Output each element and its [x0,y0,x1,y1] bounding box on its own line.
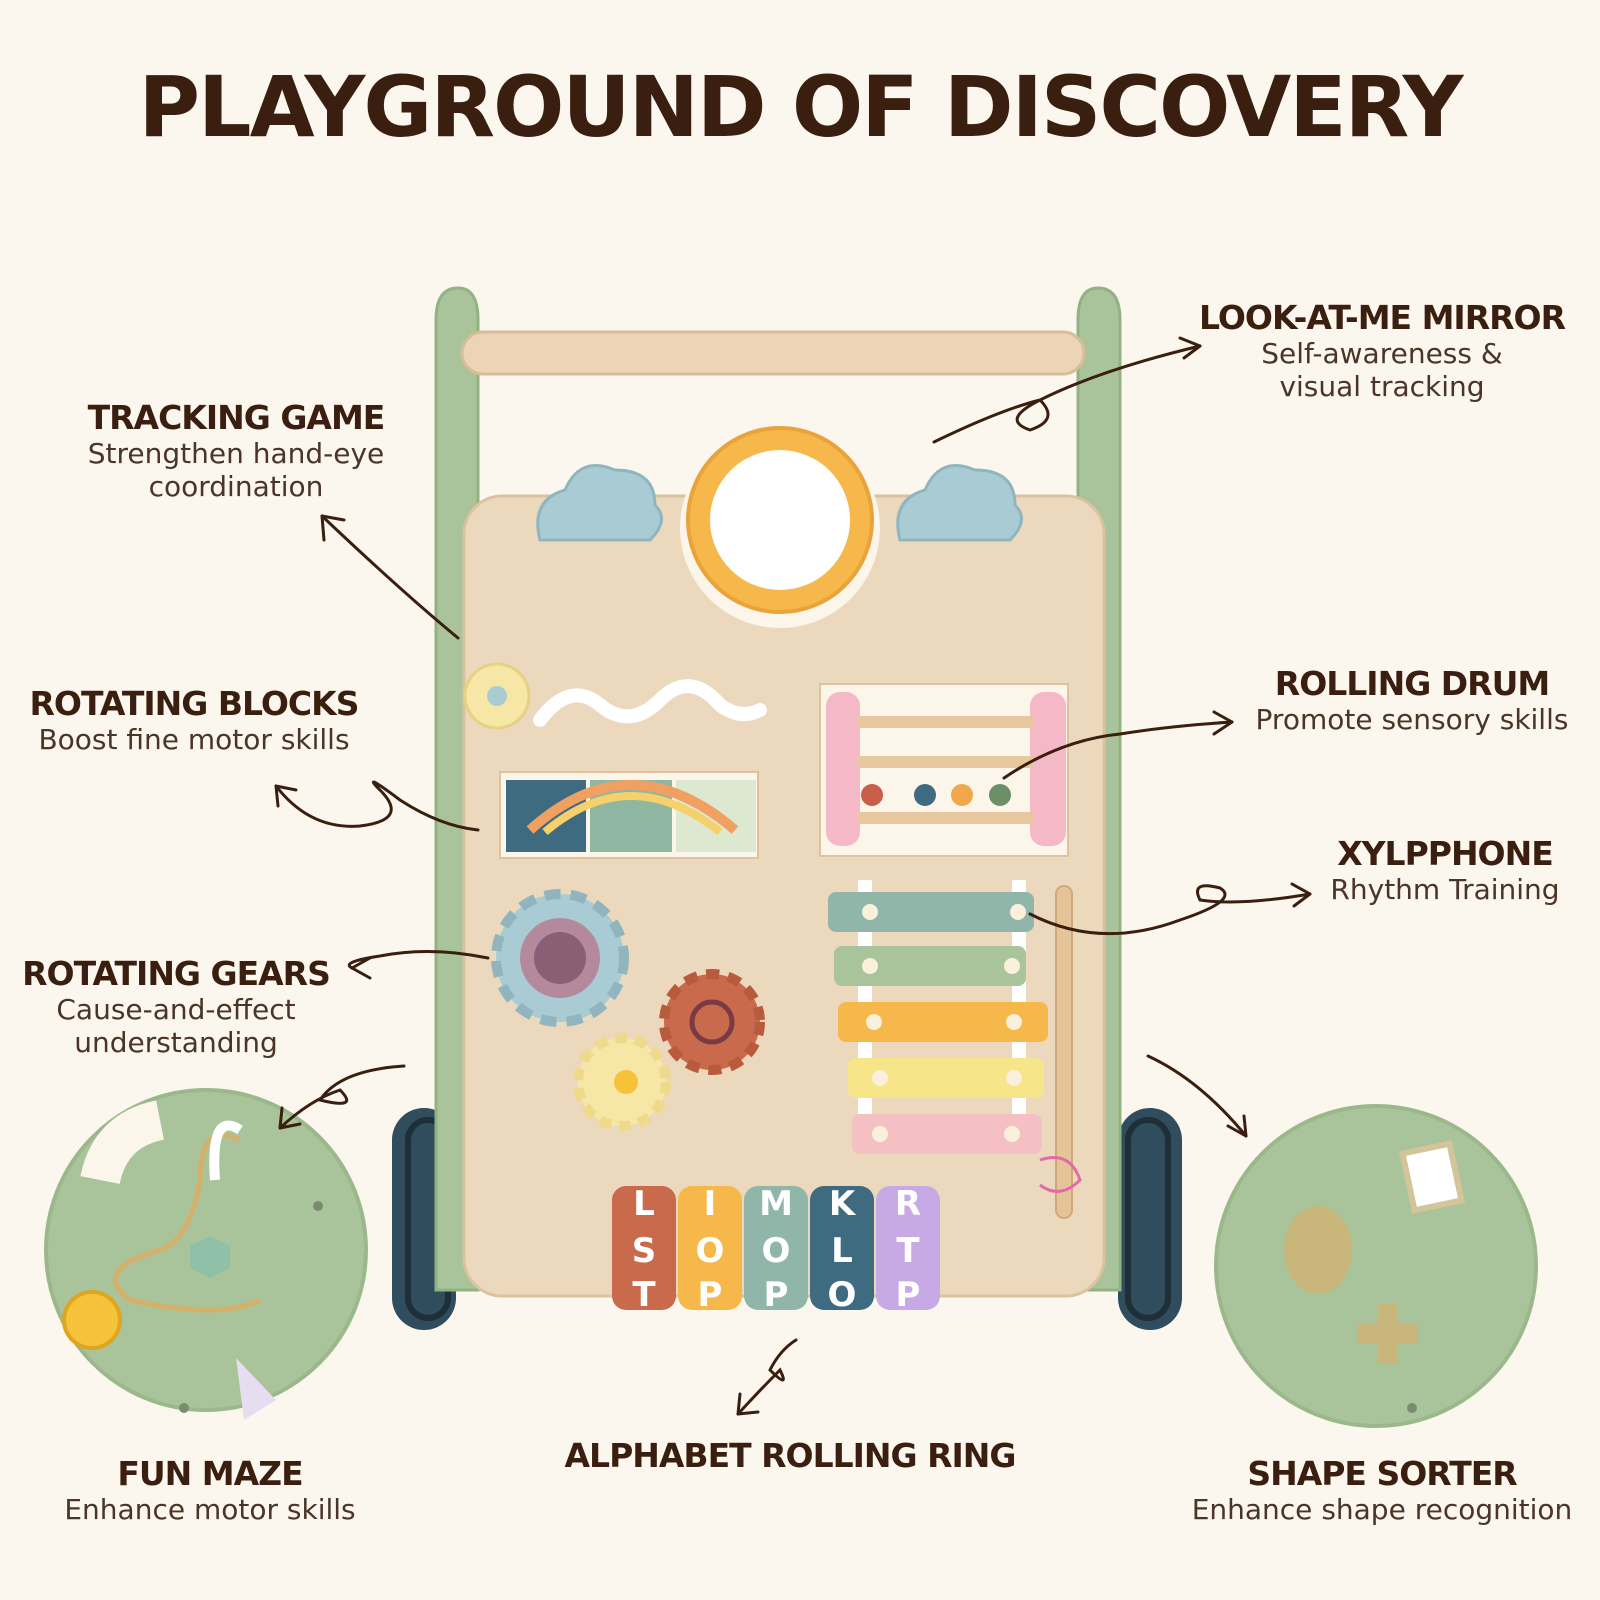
cloud-right [896,464,1023,542]
callout-mirror: LOOK-AT-ME MIRROR Self-awareness & visua… [1176,298,1588,403]
callout-heading: XYLPPHONE [1337,834,1554,873]
cloud-left [536,464,663,542]
callout-arrows [274,336,1312,1416]
shape-sorter-closeup [1214,1104,1538,1428]
callout-subtext: Strengthen hand-eye coordination [87,437,385,503]
ring-letter: P [764,1275,789,1315]
ring-letter: T [632,1275,656,1315]
ring-letter: L [633,1184,655,1224]
ring-letter: L [831,1231,853,1271]
ring-letter: R [895,1184,921,1224]
callout-heading: ROLLING DRUM [1274,664,1550,703]
callout-heading: FUN MAZE [117,1454,303,1493]
callout-subtext: Self-awareness & visual tracking [1261,337,1503,403]
callout-xylophone: XYLPPHONE Rhythm Training [1300,834,1590,906]
fun-maze-closeup [44,1088,368,1420]
tracking-track [463,662,767,730]
ring-letter: P [698,1275,723,1315]
ring-letter: K [829,1184,857,1224]
callout-subtext: Cause-and-effect understanding [56,993,296,1059]
callout-heading: LOOK-AT-ME MIRROR [1199,298,1566,337]
callout-subtext: Promote sensory skills [1255,703,1569,736]
callout-fun-maze: FUN MAZE Enhance motor skills [40,1454,380,1526]
callout-subtext: Rhythm Training [1330,873,1560,906]
callout-subtext: Enhance shape recognition [1191,1493,1573,1526]
callout-alphabet-ring: ALPHABET ROLLING RING [540,1436,1040,1475]
ring-letter: O [696,1231,725,1271]
callout-tracking-game: TRACKING GAME Strengthen hand-eye coordi… [66,398,406,503]
callout-shape-sorter: SHAPE SORTER Enhance shape recognition [1176,1454,1588,1526]
callout-heading: ROTATING GEARS [22,954,331,993]
callout-rotating-gears: ROTATING GEARS Cause-and-effect understa… [6,954,346,1059]
callout-subtext: Boost fine motor skills [38,723,350,756]
callout-rotating-blocks: ROTATING BLOCKS Boost fine motor skills [14,684,374,756]
callout-rolling-drum: ROLLING DRUM Promote sensory skills [1230,664,1594,736]
alphabet-ring: L S T I O P M O P K L O R T P [612,1184,940,1315]
callout-subtext: Enhance motor skills [64,1493,356,1526]
ring-letter: P [896,1275,921,1315]
ring-letter: T [896,1231,920,1271]
page-title: PLAYGROUND OF DISCOVERY [138,58,1463,156]
callout-heading: ALPHABET ROLLING RING [564,1436,1017,1475]
xylophone [828,880,1082,1219]
callout-heading: ROTATING BLOCKS [29,684,360,723]
rotating-blocks [499,771,759,859]
ring-letter: O [828,1275,857,1315]
mirror [680,426,880,628]
ring-letter: I [704,1184,717,1224]
ring-letter: O [762,1231,791,1271]
handle-bar [460,330,1086,376]
ring-letter: S [632,1231,657,1271]
callout-heading: SHAPE SORTER [1247,1454,1517,1493]
right-wheel [1118,1108,1182,1330]
ring-letter: M [759,1184,793,1224]
rolling-drum [819,683,1069,857]
rotating-gears [491,889,765,1131]
callout-heading: TRACKING GAME [87,398,386,437]
